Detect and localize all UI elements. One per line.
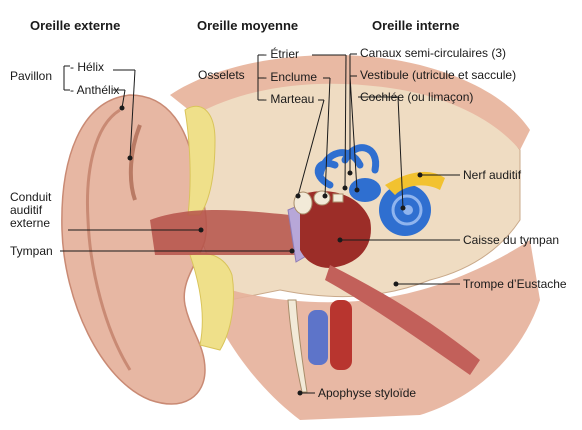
lower-tissue — [200, 240, 540, 420]
label-helix: - Hélix — [70, 60, 105, 74]
tympanic-cavity — [300, 191, 371, 268]
upper-tissue — [170, 55, 530, 150]
antihelix-fold — [128, 124, 142, 201]
eustachian-tube — [325, 265, 480, 375]
label-enclume: - Enclume — [263, 70, 318, 84]
leader-dots — [119, 105, 423, 396]
cartilage-lower — [189, 252, 234, 351]
label-etrier: - Étrier — [263, 47, 299, 61]
label-tympan: Tympan — [10, 244, 53, 258]
ear-canal — [150, 210, 295, 255]
vein — [308, 310, 328, 365]
header-middle-ear: Oreille moyenne — [197, 18, 299, 33]
helix-fold — [86, 108, 132, 371]
header-inner-ear: Oreille interne — [372, 18, 460, 33]
label-canaux: Canaux semi-circulaires (3) — [360, 46, 507, 60]
label-caisse: Caisse du tympan — [463, 233, 560, 247]
cartilage-upper — [184, 105, 216, 216]
label-marteau: - Marteau — [263, 92, 315, 106]
label-pavillon: Pavillon — [10, 69, 53, 83]
label-conduit-3: externe — [10, 216, 51, 230]
ossicle-stapes — [332, 193, 344, 203]
label-nerf: Nerf auditif — [463, 168, 522, 182]
label-conduit-1: Conduit — [10, 190, 52, 204]
cochlea-turn — [391, 194, 423, 226]
label-conduit-2: auditif — [10, 203, 43, 217]
label-cochlee: Cochlée (ou limaçon) — [360, 90, 474, 104]
leader-lines — [60, 53, 460, 394]
styloid-process — [287, 299, 308, 393]
label-apophyse: Apophyse styloïde — [318, 386, 417, 400]
label-trompe: Trompe d’Eustache — [463, 277, 567, 291]
cochlea-center — [403, 205, 413, 215]
label-anthelix: - Anthélix — [70, 83, 120, 97]
vestibule — [349, 178, 381, 202]
label-osselets: Osselets — [198, 68, 245, 82]
ossicle-incus — [313, 190, 331, 206]
auditory-nerve — [385, 171, 445, 195]
label-vestibule: Vestibule (utricule et saccule) — [360, 68, 517, 82]
header-external-ear: Oreille externe — [30, 18, 121, 33]
artery — [330, 300, 352, 370]
